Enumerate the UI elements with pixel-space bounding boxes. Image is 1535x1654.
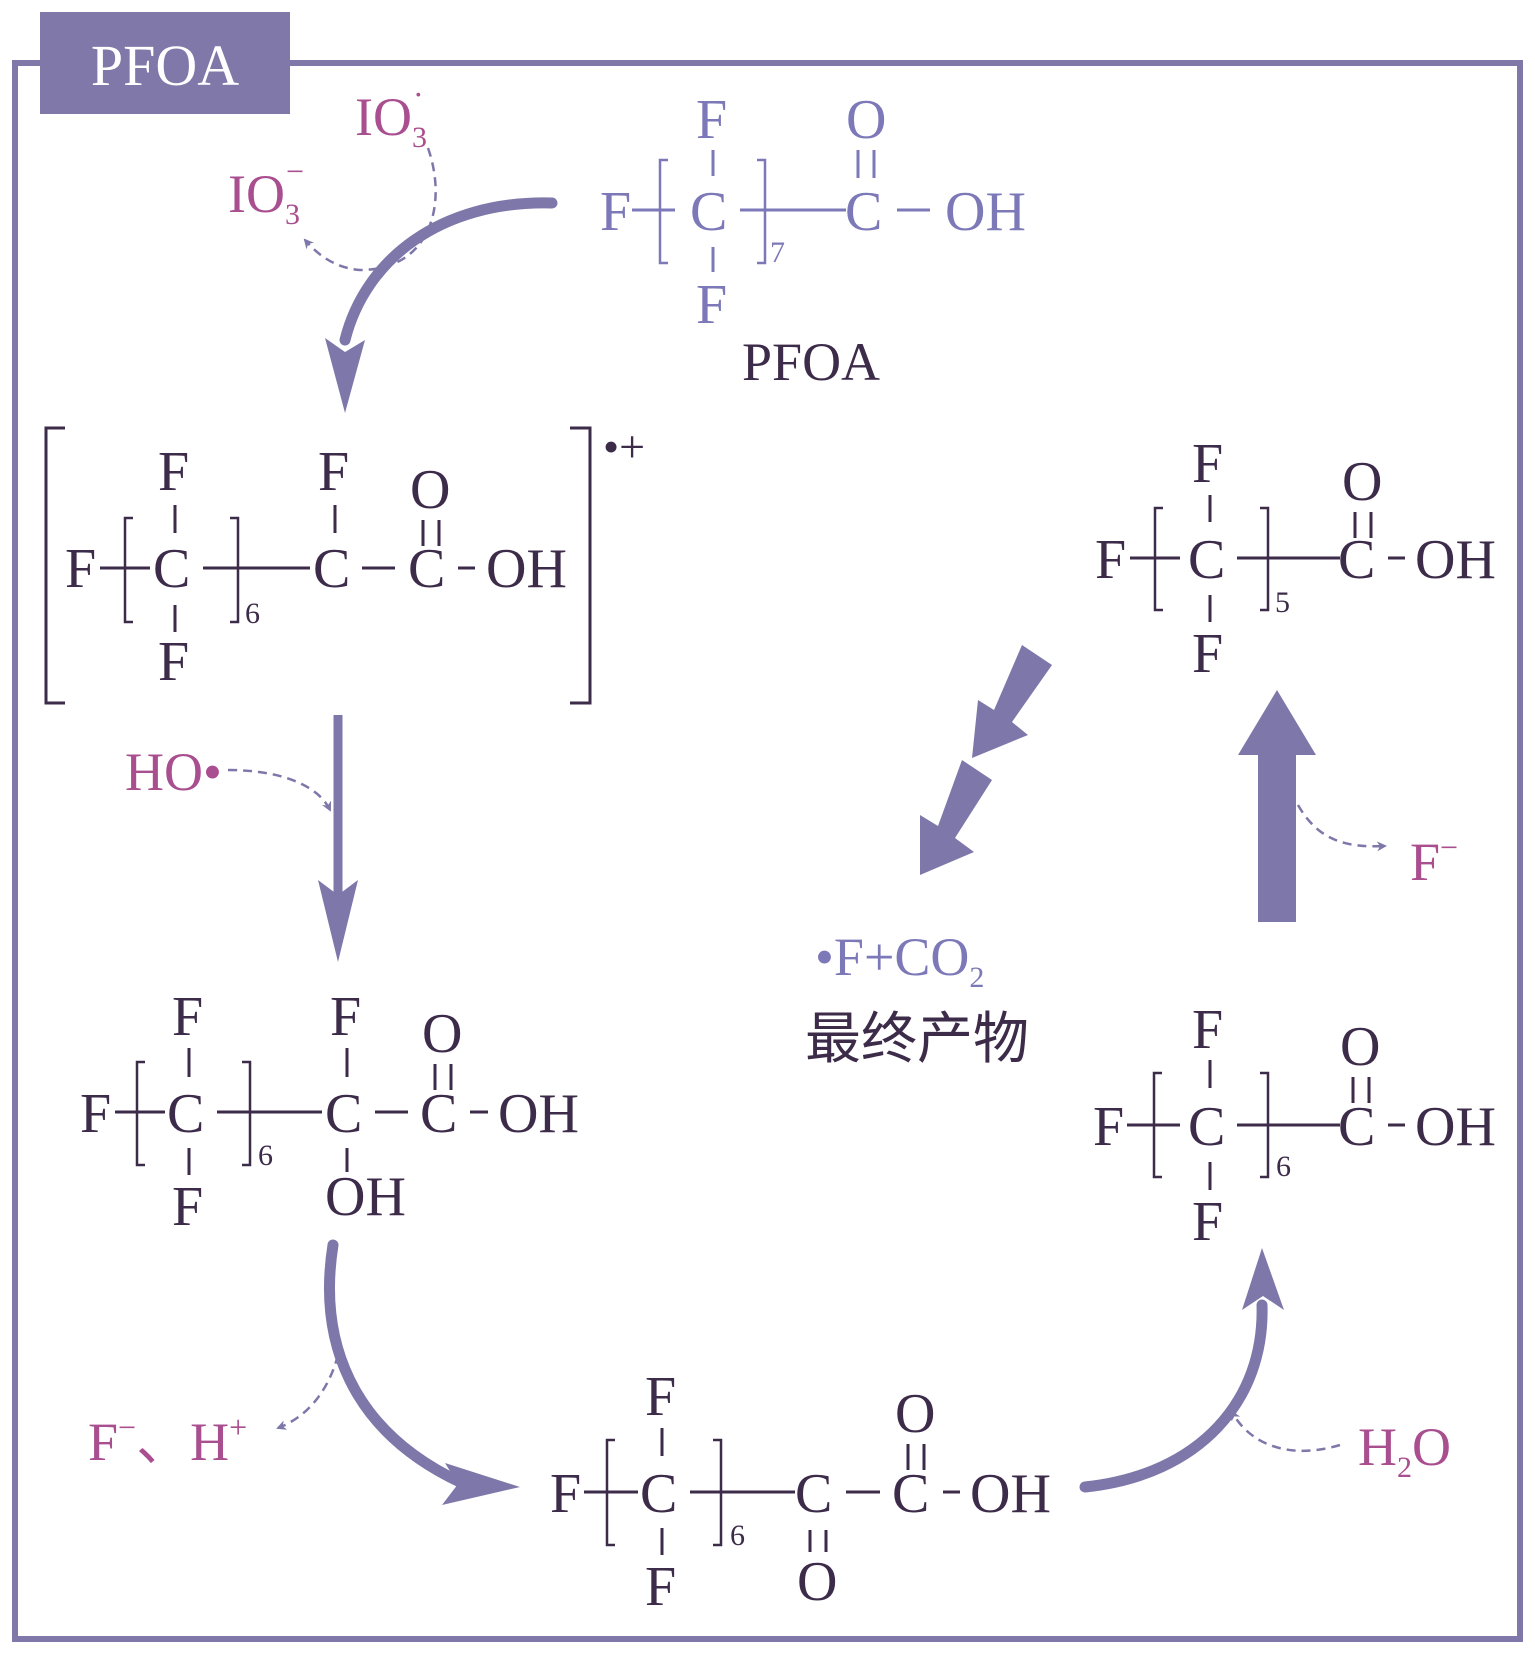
title-text: PFOA bbox=[91, 33, 239, 98]
cation-c-carboxyl: C bbox=[408, 538, 445, 600]
hydroxy-oh: OH bbox=[498, 1083, 579, 1145]
c6-oh: OH bbox=[1415, 529, 1496, 591]
keto-c2: C bbox=[795, 1463, 832, 1525]
pfoa-f-top: F bbox=[696, 89, 727, 151]
outer-frame bbox=[12, 60, 1523, 1642]
pfoa-o: O bbox=[846, 89, 886, 151]
c7-c: C bbox=[1188, 1096, 1225, 1158]
cation-f1-bottom: F bbox=[158, 631, 189, 693]
arrow-head-hydroxy bbox=[318, 880, 358, 962]
keto-o-ketone: O bbox=[797, 1551, 837, 1613]
thick-up-arrow-shaft bbox=[1258, 750, 1296, 922]
water-dashed-arrow bbox=[1230, 1410, 1341, 1453]
arrow-pfoa-to-cation bbox=[339, 197, 558, 346]
keto-c1: C bbox=[640, 1463, 677, 1525]
water: H2O bbox=[1358, 1417, 1451, 1484]
fluoride-dashed-arrow bbox=[1296, 804, 1387, 852]
c7-oh: OH bbox=[1415, 1096, 1496, 1158]
c6-f-top: F bbox=[1192, 433, 1223, 495]
arrow-keto-to-c7 bbox=[1079, 1299, 1268, 1493]
final-product: •F+CO2 最终产物 bbox=[805, 927, 1029, 1071]
diagonal-arrow-upper bbox=[972, 645, 1052, 758]
arrow-head-keto bbox=[442, 1463, 520, 1505]
cation-oh: OH bbox=[486, 538, 567, 600]
cation-f-left: F bbox=[65, 538, 96, 600]
c6-f-bottom: F bbox=[1192, 623, 1223, 685]
keto-f1-bottom: F bbox=[645, 1556, 676, 1618]
hydroxylated-structure: F F C F 6 F C OH O C OH bbox=[80, 986, 579, 1238]
pfoa-oh: OH bbox=[945, 181, 1026, 243]
svg-text:F−: F− bbox=[1410, 829, 1458, 892]
diagonal-arrow-lower bbox=[920, 760, 992, 875]
keto-oh: OH bbox=[970, 1463, 1051, 1525]
pfoa-subscript: 7 bbox=[770, 236, 785, 269]
cation-c2: C bbox=[313, 538, 350, 600]
c7-o: O bbox=[1340, 1016, 1380, 1078]
c7-f-left: F bbox=[1093, 1096, 1124, 1158]
svg-text:IO3·: IO3· bbox=[355, 76, 427, 154]
io3-dashed-arrow bbox=[303, 147, 437, 272]
hydroxyl-dashed-arrow bbox=[227, 768, 332, 812]
final-formula: •F+CO2 bbox=[815, 927, 984, 994]
c7-acid-structure: F F C F 6 O C OH bbox=[1093, 999, 1496, 1253]
keto-c-carboxyl: C bbox=[892, 1463, 929, 1525]
c6-acid-structure: F F C F 5 O C OH bbox=[1095, 433, 1496, 685]
c6-subscript: 5 bbox=[1275, 586, 1290, 619]
keto-f1-top: F bbox=[645, 1366, 676, 1428]
hydroxy-subscript: 6 bbox=[258, 1139, 273, 1172]
pfoa-c: C bbox=[690, 181, 727, 243]
diagonal-arrows bbox=[920, 645, 1052, 875]
pfoa-structure: F F C F 7 O C OH bbox=[600, 89, 1026, 336]
keto-o: O bbox=[895, 1383, 935, 1445]
arrow-head-c7 bbox=[1242, 1248, 1284, 1310]
hydroxyl-radical: HO• bbox=[125, 742, 222, 802]
hydroxy-f1-bottom: F bbox=[172, 1176, 203, 1238]
io3-radical: IO3· bbox=[355, 76, 427, 154]
thick-up-arrow-head bbox=[1238, 690, 1316, 755]
hydroxy-c2: C bbox=[325, 1083, 362, 1145]
hydroxy-f2-top: F bbox=[330, 986, 361, 1048]
cation-subscript: 6 bbox=[245, 597, 260, 630]
fluoride: F− bbox=[1410, 829, 1458, 892]
hydroxy-f1-top: F bbox=[172, 986, 203, 1048]
cation-f2-top: F bbox=[318, 441, 349, 503]
arrow-hydroxy-to-keto bbox=[324, 1239, 466, 1488]
c7-subscript: 6 bbox=[1276, 1150, 1291, 1183]
c6-c: C bbox=[1188, 529, 1225, 591]
keto-f-left: F bbox=[550, 1463, 581, 1525]
cation-f1-top: F bbox=[158, 441, 189, 503]
svg-text:IO3−: IO3− bbox=[228, 153, 304, 231]
svg-text:H2O: H2O bbox=[1358, 1417, 1451, 1484]
pfoa-f-bottom: F bbox=[696, 274, 727, 336]
c7-c-carboxyl: C bbox=[1338, 1096, 1375, 1158]
pfoa-c-carboxyl: C bbox=[845, 181, 882, 243]
title-tab: PFOA bbox=[40, 12, 290, 114]
c6-o: O bbox=[1342, 451, 1382, 513]
keto-subscript: 6 bbox=[730, 1519, 745, 1552]
hydroxy-f-left: F bbox=[80, 1083, 111, 1145]
radical-cation-structure: •+ F F C F 6 F C O C OH bbox=[44, 421, 645, 705]
pfoa-f-left: F bbox=[600, 181, 631, 243]
fluoride-proton-dashed-arrow bbox=[276, 1354, 340, 1430]
cation-c1: C bbox=[153, 538, 190, 600]
c6-c-carboxyl: C bbox=[1338, 529, 1375, 591]
hydroxy-c-carboxyl: C bbox=[420, 1083, 457, 1145]
hydroxy-o: O bbox=[422, 1003, 462, 1065]
hydroxy-oh-bottom: OH bbox=[325, 1166, 406, 1228]
fluoride-proton: F−、H+ bbox=[88, 1409, 247, 1472]
arrow-head-cation bbox=[325, 338, 365, 413]
final-label: 最终产物 bbox=[805, 1009, 1029, 1071]
pfoa-name: PFOA bbox=[742, 332, 880, 392]
cation-charge: •+ bbox=[603, 421, 645, 472]
c6-f-left: F bbox=[1095, 529, 1126, 591]
svg-text:F−、H+: F−、H+ bbox=[88, 1409, 247, 1472]
io3-anion: IO3− bbox=[228, 153, 304, 231]
cation-o: O bbox=[410, 459, 450, 521]
hydroxy-c1: C bbox=[167, 1083, 204, 1145]
c7-f-top: F bbox=[1192, 999, 1223, 1061]
c7-f-bottom: F bbox=[1192, 1191, 1223, 1253]
keto-acid-structure: F F C F 6 C O O C OH bbox=[550, 1366, 1051, 1618]
